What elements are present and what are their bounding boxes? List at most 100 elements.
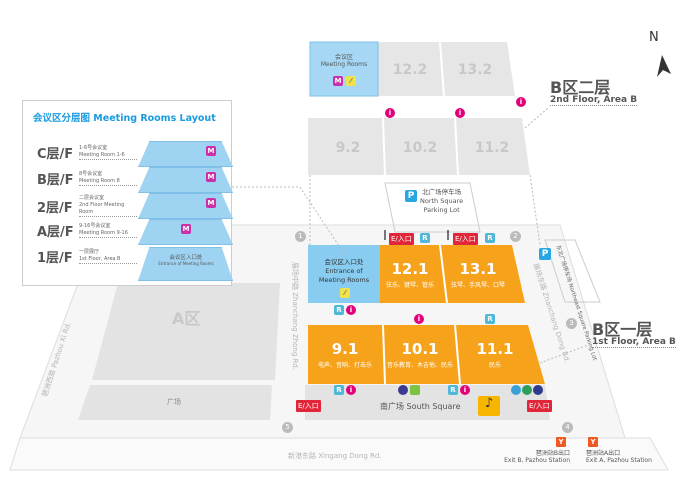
exit-en: Exit A, Pazhou Station bbox=[586, 457, 652, 464]
hall-desc: 电声、音响、打击乐 bbox=[317, 362, 372, 369]
hall-id: 13.1 bbox=[459, 260, 497, 278]
info-icon: i bbox=[346, 305, 356, 315]
entrance-en2: Meeting Rooms bbox=[318, 276, 370, 284]
meeting-icon: M bbox=[206, 198, 216, 208]
area-a-block bbox=[92, 283, 280, 380]
info-icon: i bbox=[516, 97, 526, 107]
floor2-bottom-row bbox=[308, 118, 530, 175]
hall-row-top bbox=[380, 245, 525, 303]
meeting-en: Meeting Rooms bbox=[320, 61, 368, 68]
hall-11-1[interactable]: 11.1 民乐 bbox=[460, 340, 530, 369]
compass-label: N bbox=[649, 30, 659, 45]
gate-marker: 2 bbox=[510, 231, 521, 242]
gate-marker: 3 bbox=[566, 318, 577, 329]
hall-10-1[interactable]: 10.1 音乐教育、木吉他、民乐 bbox=[385, 340, 455, 369]
gate-marker: 5 bbox=[282, 422, 293, 433]
north-parking-outline bbox=[384, 182, 481, 233]
legend-title: 会议区分层图 Meeting Rooms Layout bbox=[33, 113, 216, 124]
plaza-label: 广场 bbox=[167, 398, 181, 406]
hall-divider bbox=[382, 117, 386, 176]
info-icon: i bbox=[414, 314, 424, 324]
floor-desc-en: Meeting Room 9-16 bbox=[79, 230, 128, 236]
hall-divider bbox=[454, 117, 459, 176]
hall-id: 9.1 bbox=[331, 340, 359, 358]
legend-entrance-cn: 会议区入口处 bbox=[169, 255, 203, 261]
floor-desc-cn: 二层会议室 bbox=[79, 195, 105, 201]
south-square-label: 南广场 South Square bbox=[380, 402, 461, 411]
floor-label: A层/F bbox=[37, 225, 74, 240]
wechat-icon bbox=[410, 385, 420, 395]
layer-b bbox=[138, 167, 233, 193]
exit-cn: 琶洲站A出口 bbox=[586, 450, 621, 457]
meeting-icon: M bbox=[181, 224, 191, 234]
hall-desc: 弦乐、键琴、管乐 bbox=[385, 282, 434, 289]
hall-12-2[interactable]: 12.2 bbox=[392, 62, 428, 78]
hall-9-1[interactable]: 9.1 电声、音响、打击乐 bbox=[310, 340, 380, 369]
info-icon: i bbox=[460, 385, 470, 395]
restroom-icon: R bbox=[448, 385, 458, 395]
hall-9-2[interactable]: 9.2 bbox=[335, 140, 361, 156]
floor-desc-cn: 一层展厅 bbox=[79, 249, 100, 255]
hall-id: 11.1 bbox=[476, 340, 514, 358]
floor2-title-en: 2nd Floor, Area B bbox=[550, 95, 638, 106]
metro-icon: Y bbox=[588, 437, 598, 447]
hall-desc: 音乐教育、木吉他、民乐 bbox=[386, 362, 453, 369]
floor-desc-en: Meeting Room 1-6 bbox=[79, 152, 125, 158]
floor-desc-cn: 1-6号会议室 bbox=[79, 145, 108, 151]
floor-label: 1层/F bbox=[37, 251, 73, 266]
hall-11-2[interactable]: 11.2 bbox=[474, 140, 510, 156]
parking-icon: P bbox=[539, 248, 551, 260]
hall-13-2[interactable]: 13.2 bbox=[457, 62, 493, 78]
floor-desc-cn: 9-16号会议室 bbox=[79, 223, 111, 229]
north-parking-cn: 北广场停车场 bbox=[422, 188, 462, 196]
hall-12-1[interactable]: 12.1 弦乐、键琴、管乐 bbox=[375, 260, 445, 289]
restroom-icon: R bbox=[485, 233, 495, 243]
exit-cn: 琶洲站B出口 bbox=[535, 450, 570, 457]
layer-1 bbox=[138, 247, 233, 281]
hall-id: 10.1 bbox=[401, 340, 439, 358]
hall-divider bbox=[439, 244, 448, 304]
info-icon: i bbox=[455, 108, 465, 118]
info-icon: i bbox=[385, 108, 395, 118]
entrance-badge: E/入口 bbox=[296, 400, 321, 412]
floor1-title-cn: B区一层 bbox=[592, 320, 653, 339]
hall-desc: 民乐 bbox=[488, 362, 501, 369]
entrance-badge: E/入口 bbox=[527, 400, 552, 412]
hall-row-bottom bbox=[308, 325, 545, 384]
road-xingang-dong: 新港东路 Xingang Dong Rd. bbox=[288, 452, 382, 460]
entrance-cn: 会议区入口处 bbox=[324, 258, 364, 266]
area-a-label: A区 bbox=[172, 309, 201, 328]
hall-divider bbox=[382, 324, 386, 385]
north-parking-en: North Square bbox=[420, 197, 464, 205]
leader-lines bbox=[232, 107, 589, 364]
legend-entrance-en: Entrance of Meeting Rooms bbox=[158, 261, 214, 266]
floor-desc-cn: 8号会议室 bbox=[79, 171, 103, 177]
music-note-icon: ♪ bbox=[478, 396, 500, 416]
layer-2 bbox=[138, 193, 233, 219]
gate-marker: 1 bbox=[295, 231, 306, 242]
escalator-icon: ⁄ bbox=[346, 76, 356, 86]
floor-desc-en: 2nd Floor Meeting Room bbox=[79, 202, 125, 215]
shuttle-icon bbox=[533, 385, 543, 395]
meeting-cn: 会议区 bbox=[334, 54, 353, 61]
hall-10-2[interactable]: 10.2 bbox=[402, 140, 438, 156]
floor-desc-en: 1st Floor, Area B bbox=[79, 256, 121, 262]
gate-marker: 4 bbox=[562, 422, 573, 433]
north-parking-en2: Parking Lot bbox=[423, 206, 460, 214]
hall-id: 12.1 bbox=[391, 260, 429, 278]
